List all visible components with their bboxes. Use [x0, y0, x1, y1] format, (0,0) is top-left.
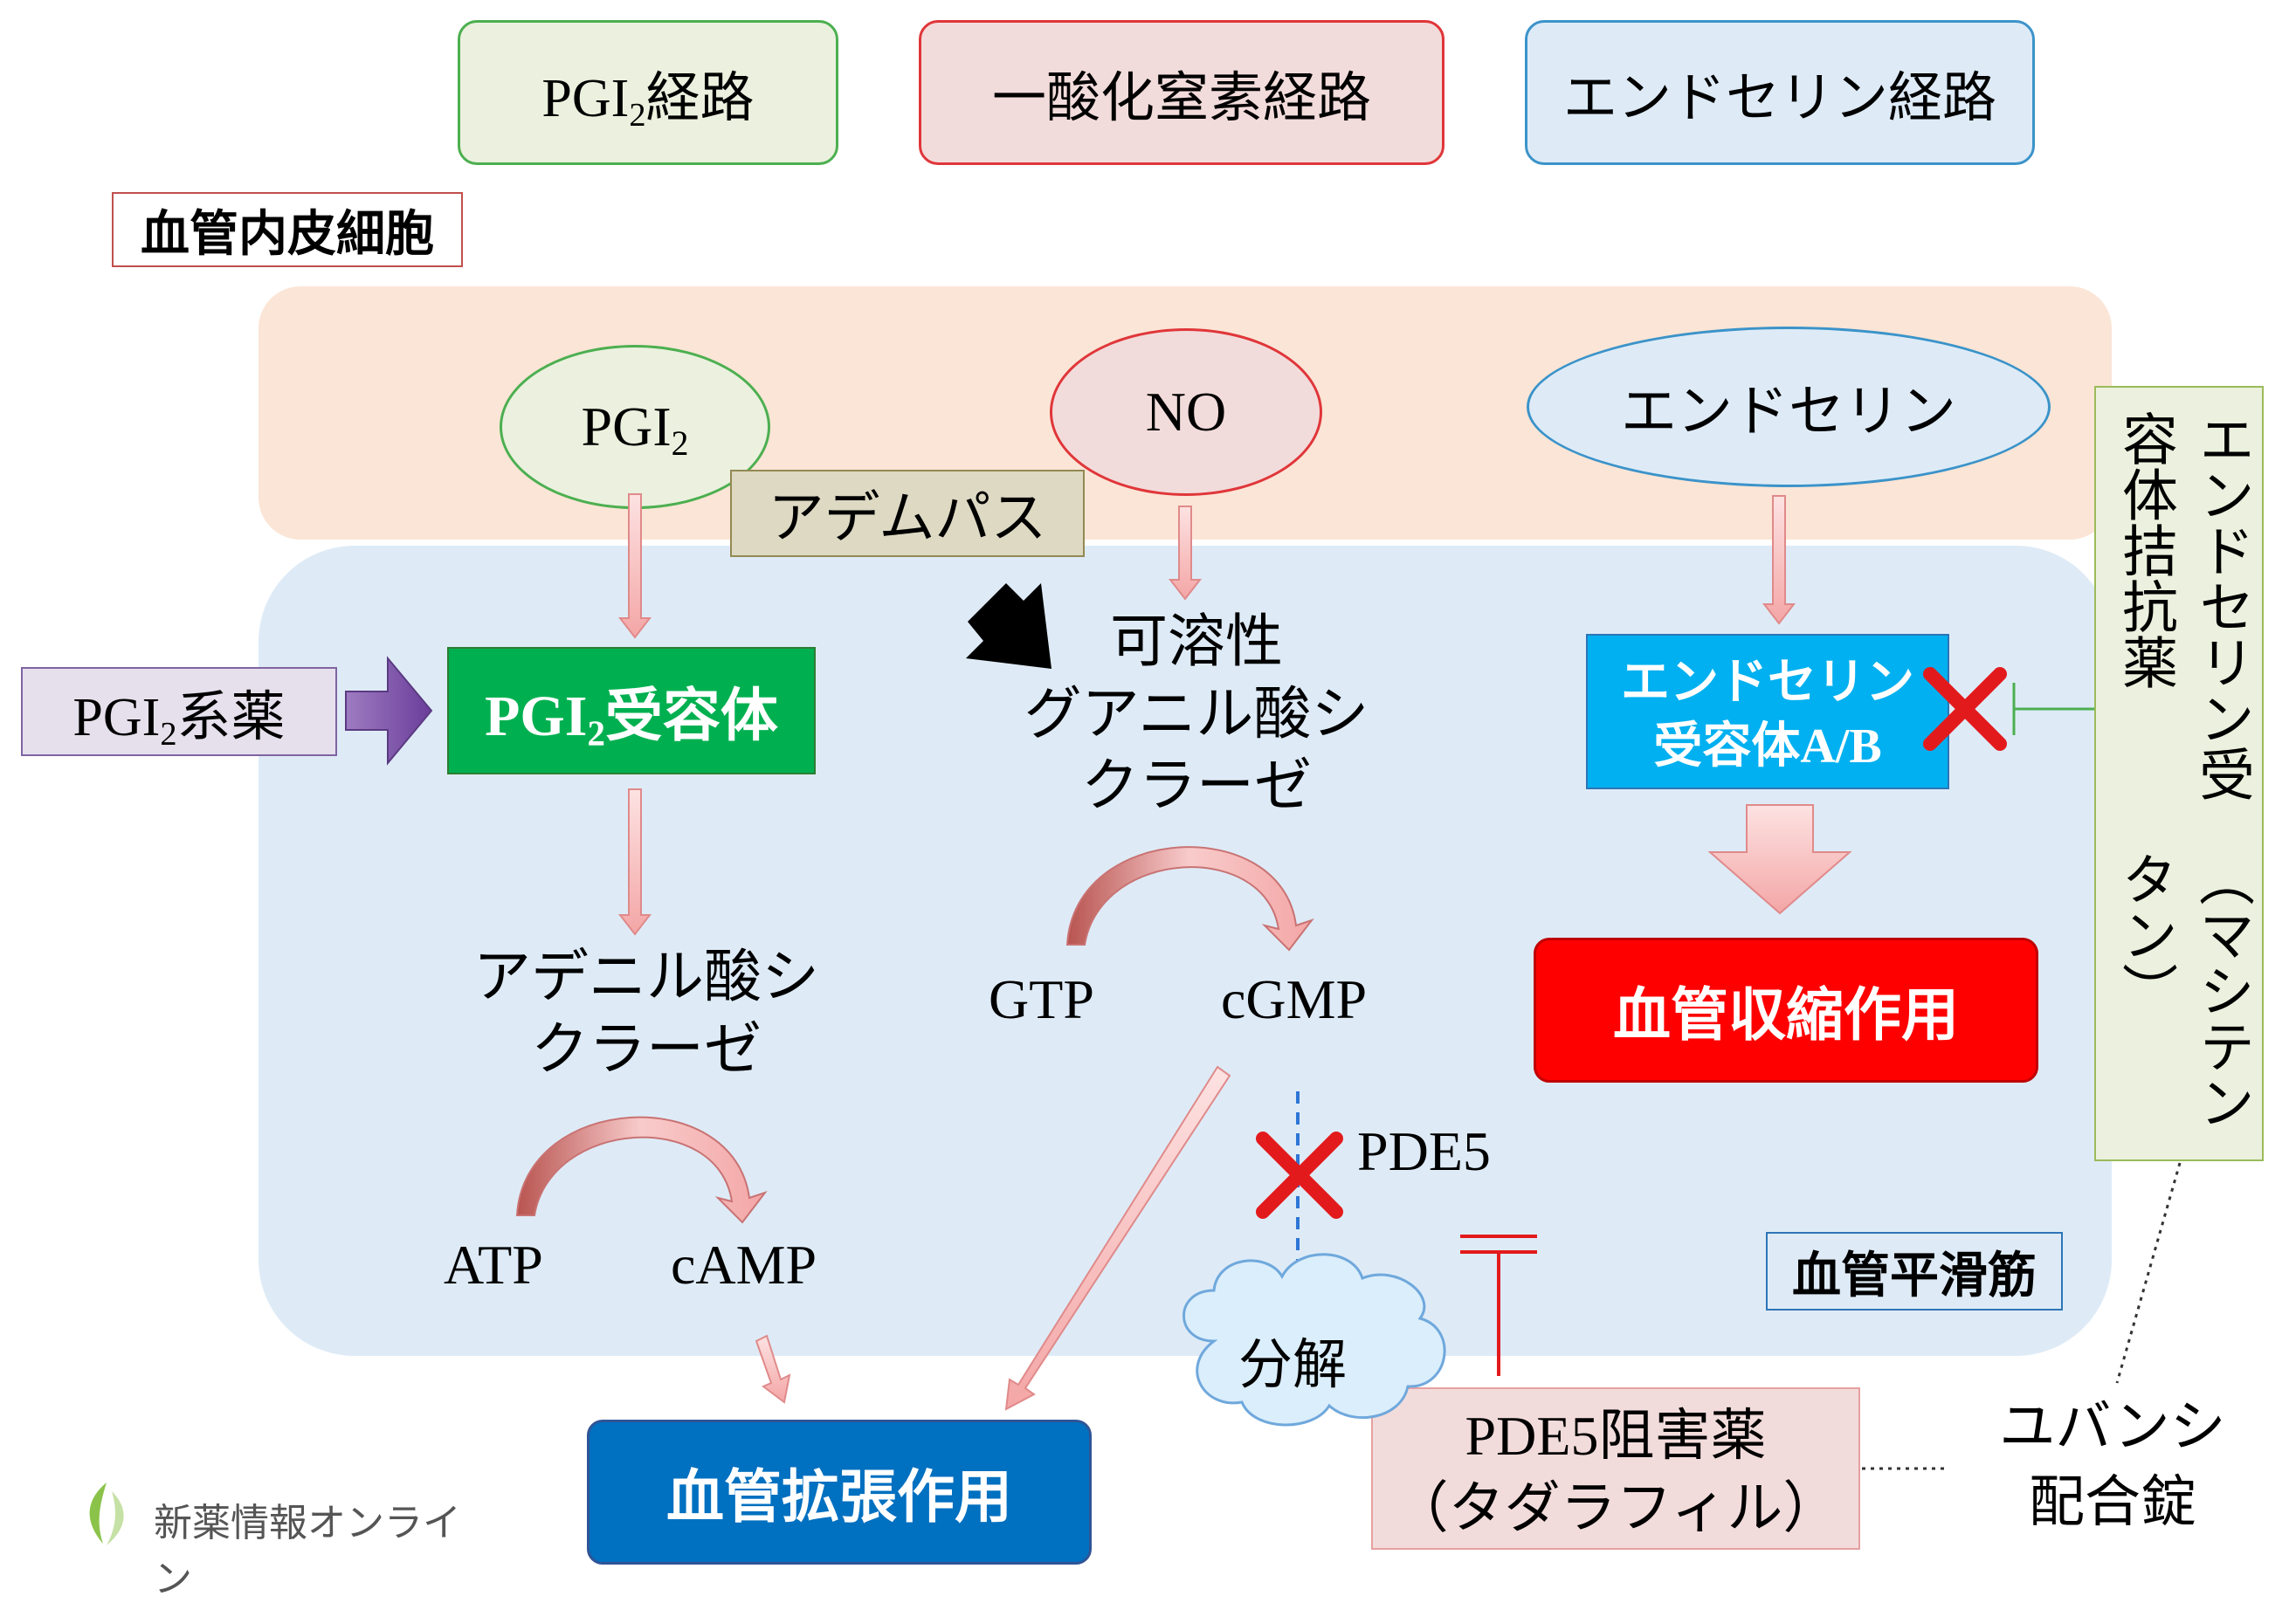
- endothelin-pathway-header: エンドセリン経路: [1525, 20, 2035, 165]
- pde5-block-cross-icon: [1256, 1132, 1343, 1219]
- arrow-pgi2-to-receptor: [617, 493, 652, 639]
- endothelin-mediator-label: エンドセリン: [1621, 380, 1956, 444]
- adenylate-cyclase-line2: クラーゼ: [531, 1015, 762, 1083]
- pgi2-mediator-label: PGI2: [581, 396, 689, 464]
- degradation-cloud: [1182, 1253, 1446, 1427]
- pgi2-receptor-label: PGI2受容体: [485, 685, 778, 753]
- endothelin-mediator: エンドセリン: [1527, 327, 2051, 487]
- guanylate-cyclase-line3: クラーゼ: [1081, 752, 1312, 819]
- adempas-drug-box: アデムパス: [730, 470, 1085, 557]
- cgmp-label: cGMP: [1221, 968, 1368, 1030]
- arrow-no-to-guanylate: [1168, 506, 1203, 601]
- uvansi-combination-label: ユバンシ 配合錠: [1951, 1390, 2274, 1541]
- pgi2-pathway-header: PGI2経路: [458, 20, 838, 165]
- endothelin-receptor: エンドセリン 受容体A/B: [1586, 634, 1949, 789]
- vasoconstriction-effect: 血管収縮作用: [1534, 938, 2038, 1083]
- endothelin-receptor-line1: エンドセリン: [1621, 654, 1914, 711]
- guanylate-cyclase-label: 可溶性 グアニル酸シ クラーゼ: [987, 606, 1406, 822]
- adenylate-cyclase-line1: アデニル酸シ: [473, 943, 819, 1010]
- pgi2-receptor: PGI2受容体: [447, 647, 816, 774]
- arrow-receptor-to-constriction: [1707, 804, 1852, 915]
- adempas-label: アデムパス: [768, 486, 1047, 551]
- curve-atp-to-camp: [515, 1116, 768, 1224]
- uvansi-line1: ユバンシ: [1999, 1395, 2226, 1460]
- arrow-endothelin-to-receptor: [1762, 495, 1796, 625]
- leaf-icon: [89, 1483, 124, 1545]
- pde5-inhibition-tbar: [1460, 1235, 1537, 1376]
- gtp-label: GTP: [989, 968, 1094, 1030]
- endothelial-cell-text: 血管内皮細胞: [141, 205, 434, 263]
- uvansi-line2: 配合錠: [2029, 1470, 2196, 1536]
- era-drug-line2: （マシテンタン）: [2113, 850, 2254, 1130]
- pde5-inhibitor-box: PDE5阻害薬 （タダラフィル）: [1371, 1387, 1860, 1550]
- guanylate-cyclase-line2: グアニル酸シ: [1024, 679, 1369, 747]
- no-pathway-label: 一酸化窒素経路: [991, 65, 1371, 129]
- no-mediator-label: NO: [1145, 381, 1227, 443]
- logo: 新薬情報オンライン: [80, 1479, 482, 1601]
- era-drug-label: エンドセリン受容体拮抗薬 （マシテンタン）: [2098, 410, 2260, 1144]
- arrow-cgmp-to-vasodilation: [1004, 1065, 1231, 1411]
- curve-gtp-to-cgmp: [1065, 846, 1314, 952]
- pde5-inhibitor-line2: （タダラフィル）: [1392, 1476, 1839, 1542]
- pgi2-mediator: PGI2: [500, 345, 770, 509]
- era-inhibition-line: [2012, 683, 2094, 735]
- arrow-camp-to-vasodilation: [755, 1334, 791, 1404]
- endothelin-receptor-line2: 受容体A/B: [1653, 719, 1882, 774]
- arrow-pgi2-drug-to-receptor: [345, 656, 433, 766]
- adenylate-cyclase-label: アデニル酸シ クラーゼ: [454, 941, 838, 1085]
- no-pathway-header: 一酸化窒素経路: [919, 20, 1444, 165]
- era-drug-box: [2094, 386, 2264, 1161]
- pde5-inhibitor-line1: PDE5阻害薬: [1465, 1405, 1767, 1467]
- smooth-muscle-label: 血管平滑筋: [1766, 1232, 2063, 1311]
- guanylate-cyclase-line1: 可溶性: [1110, 608, 1283, 675]
- vasoconstriction-label: 血管収縮作用: [1613, 981, 1959, 1049]
- no-mediator: NO: [1050, 328, 1322, 496]
- endothelial-cell-label: 血管内皮細胞: [112, 192, 463, 267]
- era-drug-line1: エンドセリン受容体拮抗薬: [2113, 410, 2254, 802]
- smooth-muscle-text: 血管平滑筋: [1792, 1247, 2037, 1304]
- endothelin-pathway-label: エンドセリン経路: [1562, 65, 1996, 129]
- vasodilation-label: 血管拡張作用: [666, 1463, 1012, 1531]
- pgi2-drug-label: PGI2系薬: [72, 688, 286, 753]
- degradation-label: 分解: [1238, 1332, 1348, 1396]
- camp-label: cAMP: [671, 1234, 817, 1296]
- pgi2-pathway-label: PGI2経路: [541, 69, 755, 134]
- uvansi-connector-lines: [1862, 1162, 2182, 1470]
- pgi2-drug-box: PGI2系薬: [21, 667, 337, 756]
- atp-label: ATP: [444, 1234, 543, 1296]
- logo-text: 新薬情報オンライン: [154, 1501, 461, 1601]
- arrow-receptor-to-adenylate: [617, 788, 652, 936]
- adempas-stimulation-arrow: [966, 583, 1051, 669]
- vasodilation-effect: 血管拡張作用: [587, 1420, 1092, 1565]
- pde5-label: PDE5: [1357, 1120, 1491, 1182]
- endothelin-block-cross-icon: [1923, 667, 2007, 751]
